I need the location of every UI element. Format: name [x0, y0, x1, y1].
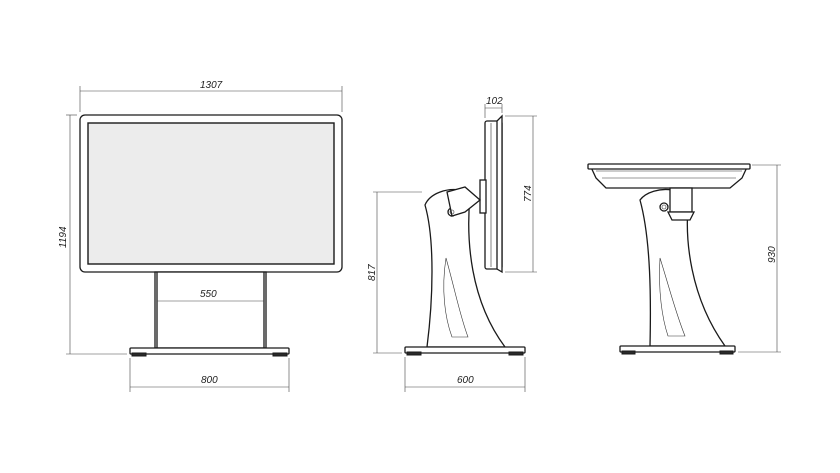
right-base — [619, 345, 736, 353]
side-view: 102 774 817 600 — [367, 96, 537, 392]
front-screen — [87, 122, 335, 265]
dim-side-depth: 102 — [486, 96, 503, 107]
right-view: 930 — [587, 163, 781, 355]
dim-front-height: 1194 — [58, 226, 69, 248]
dim-front-base: 800 — [201, 375, 218, 386]
front-view: 1307 1194 550 800 — [58, 80, 343, 392]
side-base — [404, 346, 526, 354]
front-column — [154, 271, 267, 349]
dim-front-width: 1307 — [200, 80, 223, 91]
front-base — [129, 347, 290, 355]
right-hinge-bracket — [669, 187, 693, 213]
dim-side-base: 600 — [457, 375, 474, 386]
dim-right-height: 930 — [767, 246, 778, 263]
dim-column-width: 550 — [200, 289, 217, 300]
dim-side-screen: 774 — [523, 185, 534, 202]
dim-side-height: 817 — [367, 264, 378, 281]
